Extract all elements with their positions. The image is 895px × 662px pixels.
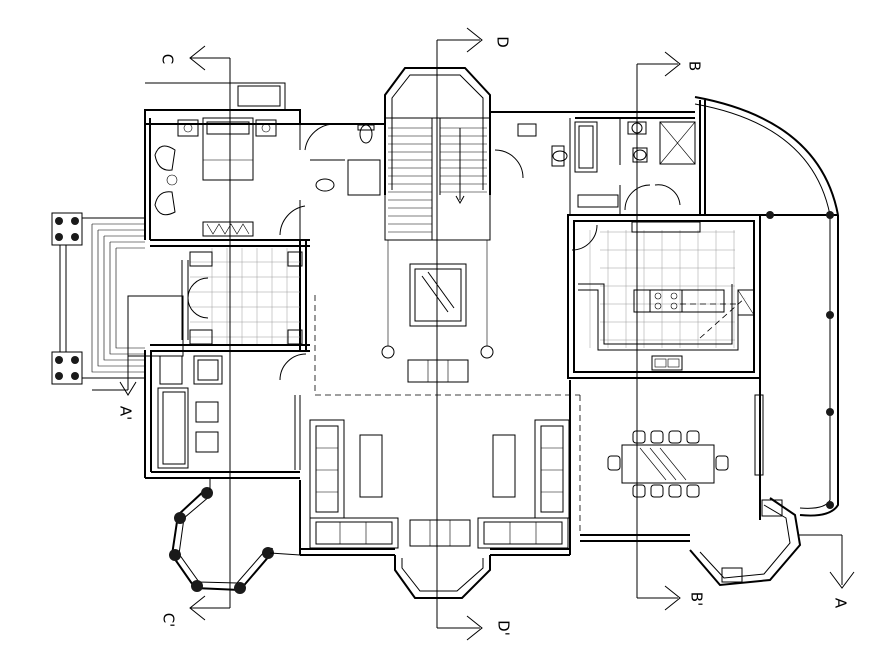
dining-area [580,430,802,587]
front-porch [51,212,184,385]
section-label-a: A [832,598,850,609]
bathroom-left [279,123,381,236]
kitchen [571,221,755,371]
gazebo-bay [169,478,301,594]
family-room [157,353,307,470]
section-label-d: D [494,36,512,48]
verandah [694,96,839,517]
section-lines [92,27,855,641]
section-label-c: C [159,54,177,64]
section-label-d-prime: D' [495,620,513,636]
section-labels: C C' D D' B B' A A' [117,36,850,636]
section-label-b: B [686,61,704,71]
section-label-a-prime: A' [117,406,135,420]
section-label-c-prime: C' [160,613,178,628]
living-room [309,240,581,599]
entrance-hall [181,248,303,345]
section-label-b-prime: B' [688,592,706,606]
stair-bay [384,67,491,195]
bedroom [145,82,286,237]
bathroom-right [494,121,696,211]
